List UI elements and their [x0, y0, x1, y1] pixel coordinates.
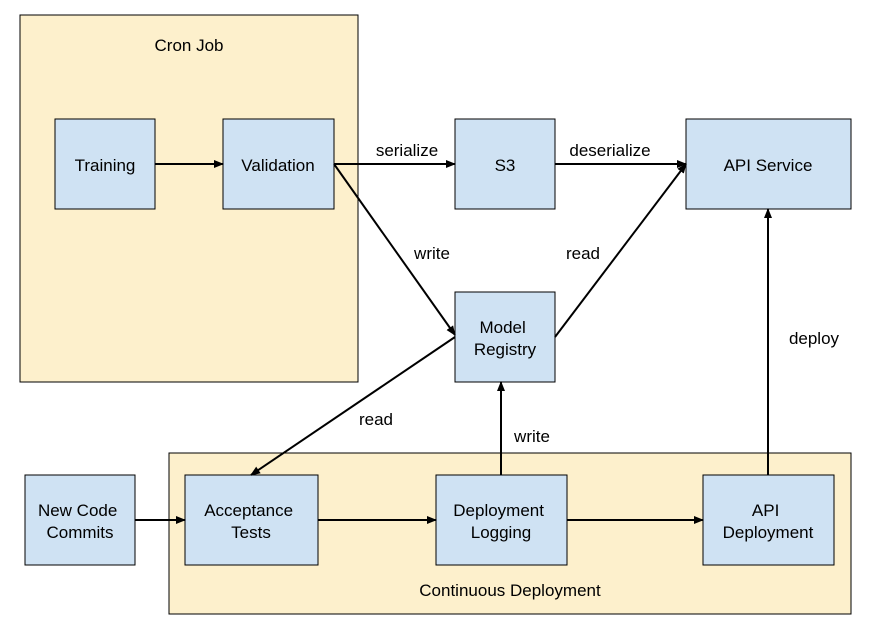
svg-text:Deployment Logging: Deployment Logging — [453, 501, 548, 542]
model-registry-node: Model Registry — [454, 291, 556, 383]
acceptance-tests-node: Acceptance Tests — [184, 474, 319, 566]
training-label: Training — [75, 156, 136, 175]
edge-label-write-model: write — [413, 244, 450, 263]
api-deployment-label-line1: API — [752, 501, 779, 520]
api-service-label: API Service — [724, 156, 813, 175]
cron-job-title: Cron Job — [155, 36, 224, 55]
deployment-logging-label-line1: Deployment — [453, 501, 544, 520]
edge-label-read-model: read — [566, 244, 600, 263]
validation-node: Validation — [222, 118, 335, 210]
acceptance-tests-label-line2: Tests — [231, 523, 271, 542]
edge-label-write-logging: write — [513, 427, 550, 446]
new-code-commits-node: New Code Commits — [24, 474, 136, 566]
s3-node: S3 — [454, 118, 556, 210]
api-deployment-node: API Deployment — [702, 474, 835, 566]
edge-label-serialize: serialize — [376, 141, 438, 160]
s3-label: S3 — [495, 156, 516, 175]
arrow-model-registry-to-acceptance-tests — [250, 336, 456, 476]
edge-label-deploy: deploy — [789, 329, 840, 348]
svg-text:Training: Training — [75, 156, 136, 175]
api-service-node: API Service — [685, 118, 852, 210]
edge-label-deserialize: deserialize — [569, 141, 650, 160]
svg-text:API Service: API Service — [724, 156, 813, 175]
edge-label-read-tests: read — [359, 410, 393, 429]
svg-text:S3: S3 — [495, 156, 516, 175]
model-registry-label-line1: Model — [479, 318, 525, 337]
continuous-deployment-title: Continuous Deployment — [419, 581, 601, 600]
svg-text:New Code Commits: New Code Commits — [38, 501, 122, 542]
new-code-commits-label-line1: New Code — [38, 501, 117, 520]
deployment-logging-node: Deployment Logging — [435, 474, 568, 566]
svg-text:API Deployment: API Deployment — [723, 501, 814, 542]
deployment-logging-label-line2: Logging — [471, 523, 532, 542]
new-code-commits-label-line2: Commits — [46, 523, 113, 542]
arrow-validation-to-model-registry — [333, 163, 456, 336]
svg-text:Validation: Validation — [241, 156, 314, 175]
model-registry-label-line2: Registry — [474, 340, 537, 359]
svg-text:Acceptance Tests: Acceptance Tests — [204, 501, 298, 542]
validation-label: Validation — [241, 156, 314, 175]
arrow-model-registry-to-api-service — [554, 163, 687, 338]
svg-text:Model Registry: Model Registry — [474, 318, 537, 359]
training-node: Training — [54, 118, 156, 210]
api-deployment-label-line2: Deployment — [723, 523, 814, 542]
acceptance-tests-label-line1: Acceptance — [204, 501, 293, 520]
